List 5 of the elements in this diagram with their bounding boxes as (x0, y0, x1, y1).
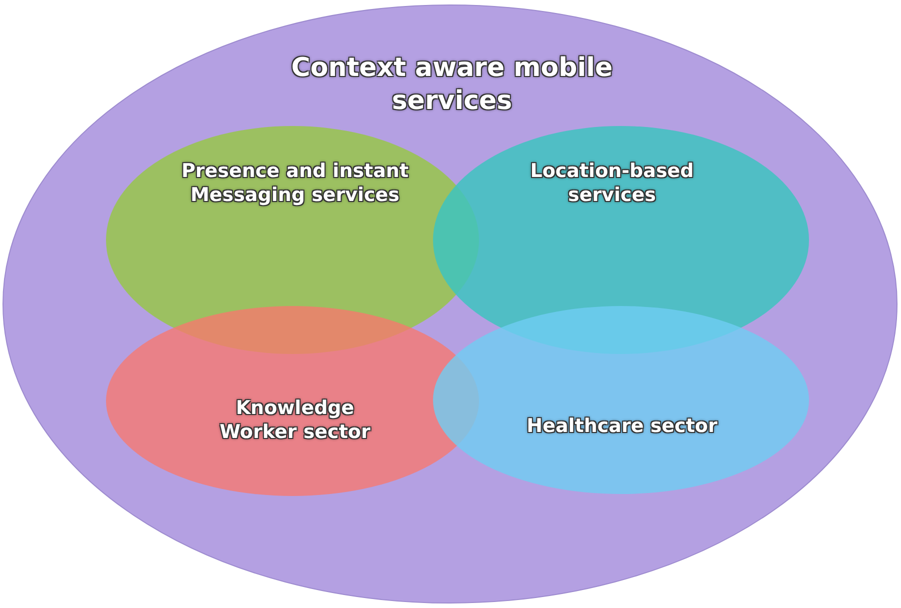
diagram-heading: Context aware mobile services (290, 52, 614, 117)
region-label: Location-based services (529, 160, 695, 208)
region-label: Knowledge Worker sector (218, 397, 372, 444)
region-label: Presence and instant Messaging services (180, 160, 410, 208)
region-label: Healthcare sector (526, 415, 718, 439)
